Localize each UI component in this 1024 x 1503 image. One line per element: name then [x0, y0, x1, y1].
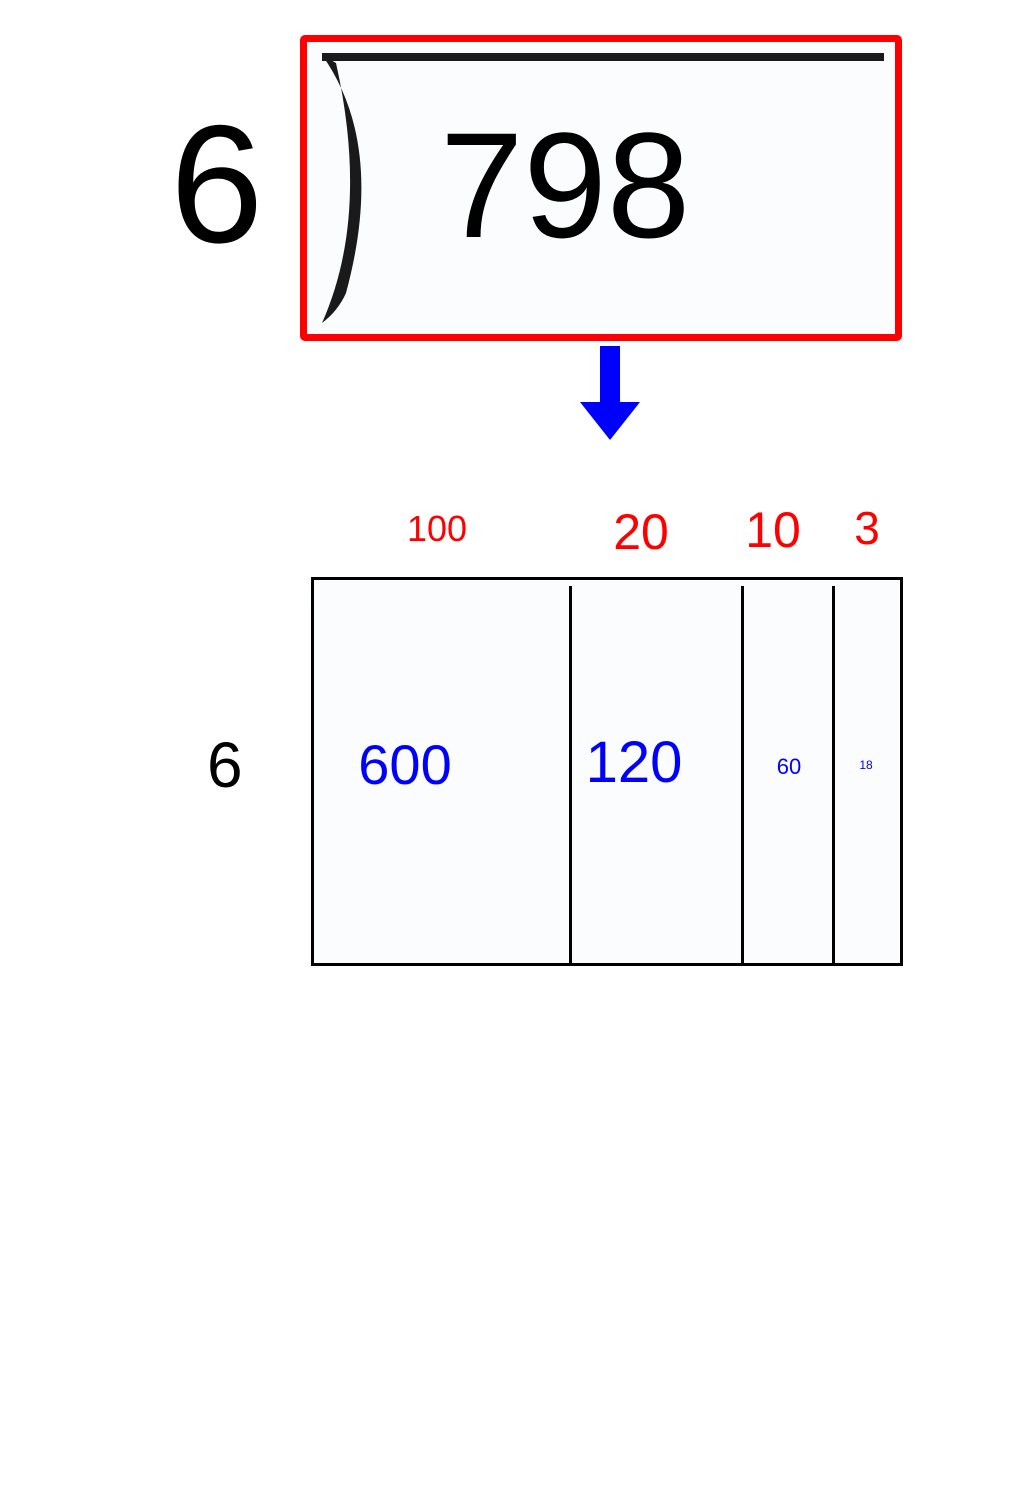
dividend-label: 798 — [440, 101, 691, 269]
product-label-18: 18 — [859, 758, 873, 772]
product-label-60: 60 — [776, 754, 802, 779]
area-model-side-label: 6 — [207, 729, 243, 801]
area-model-rectangle — [311, 577, 903, 966]
column-divider — [832, 586, 835, 963]
factor-label-ones: 3 — [854, 502, 880, 554]
column-divider — [569, 586, 572, 963]
product-label-120: 120 — [585, 730, 683, 795]
dividend-highlight-box — [300, 35, 902, 341]
divisor-label: 6 — [170, 90, 264, 278]
factor-label-tens: 10 — [745, 502, 801, 558]
product-label-600: 600 — [358, 733, 452, 796]
factor-label-twenties: 20 — [613, 504, 669, 560]
factor-label-hundreds: 100 — [406, 508, 468, 549]
column-divider — [741, 586, 744, 963]
down-arrow-icon — [580, 346, 640, 440]
division-bracket-icon — [322, 53, 884, 323]
